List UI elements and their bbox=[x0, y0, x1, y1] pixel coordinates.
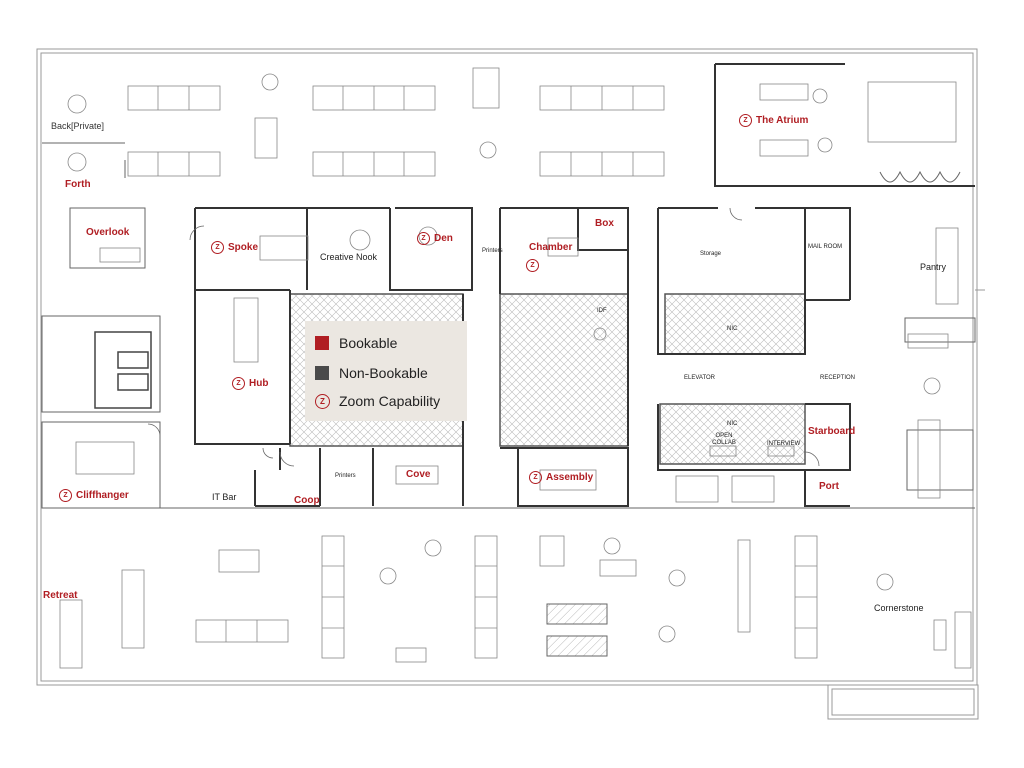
room-label: Port bbox=[819, 481, 839, 492]
room-starboard[interactable]: Starboard bbox=[808, 426, 855, 438]
legend-bookable-label: Bookable bbox=[339, 335, 398, 351]
room-cove[interactable]: Cove bbox=[406, 469, 430, 481]
building-shell bbox=[36, 48, 985, 720]
label-cornerstone: Cornerstone bbox=[874, 603, 924, 613]
room-back-private[interactable]: Back[Private] bbox=[51, 120, 104, 132]
room-label: Coop bbox=[294, 495, 320, 506]
room-box[interactable]: Box bbox=[595, 218, 614, 230]
room-label: The Atrium bbox=[756, 115, 809, 127]
room-the-atrium[interactable]: Z The Atrium bbox=[739, 114, 808, 127]
room-port[interactable]: Port bbox=[819, 481, 839, 493]
core-hatch bbox=[289, 293, 806, 657]
legend-zoom-label: Zoom Capability bbox=[339, 393, 441, 409]
room-chamber-zoom: Z bbox=[526, 259, 543, 272]
room-label: Back[Private] bbox=[51, 121, 105, 131]
label-printers: Printers bbox=[335, 473, 356, 479]
zoom-icon: Z bbox=[315, 393, 330, 409]
room-chamber[interactable]: Chamber bbox=[529, 242, 572, 254]
room-label: Starboard bbox=[808, 426, 856, 437]
room-label: Forth bbox=[65, 179, 91, 190]
room-forth[interactable]: Forth bbox=[65, 179, 91, 191]
room-coop[interactable]: Coop bbox=[294, 495, 320, 507]
room-label: Assembly bbox=[546, 472, 594, 484]
zoom-icon: Z bbox=[211, 241, 224, 254]
room-hub[interactable]: Z Hub bbox=[232, 377, 268, 390]
non-bookable-swatch bbox=[315, 366, 329, 380]
tables-chairs bbox=[67, 73, 941, 643]
legend: Bookable Non-Bookable Z Zoom Capability bbox=[305, 321, 467, 421]
room-overlook[interactable]: Overlook bbox=[86, 227, 129, 239]
room-label: Hub bbox=[249, 378, 269, 390]
legend-non-bookable: Non-Bookable bbox=[315, 364, 428, 382]
zoom-icon: Z bbox=[417, 232, 430, 245]
legend-zoom: Z Zoom Capability bbox=[315, 392, 440, 410]
doors bbox=[147, 207, 820, 467]
zoom-icon: Z bbox=[529, 471, 542, 484]
legend-bookable: Bookable bbox=[315, 334, 397, 352]
room-label: Den bbox=[434, 233, 453, 245]
room-spoke[interactable]: Z Spoke bbox=[211, 241, 258, 254]
room-label: Retreat bbox=[43, 590, 78, 601]
bookable-swatch bbox=[315, 336, 329, 350]
stair bbox=[94, 331, 152, 409]
label-storage: Storage bbox=[700, 251, 722, 257]
zoom-icon: Z bbox=[739, 114, 752, 127]
room-label: Box bbox=[595, 218, 614, 229]
label-interview: INTERVIEW bbox=[767, 441, 801, 447]
room-label: Spoke bbox=[228, 242, 259, 254]
room-label: Cove bbox=[406, 469, 431, 480]
room-label: Overlook bbox=[86, 227, 130, 238]
room-cliffhanger[interactable]: Z Cliffhanger bbox=[59, 489, 129, 502]
label-elevator: ELEVATOR bbox=[684, 375, 716, 381]
label-nic: NIC bbox=[727, 421, 738, 427]
label-pantry: Pantry bbox=[920, 262, 947, 272]
label-idf: IDF bbox=[597, 308, 607, 314]
label-reception: RECEPTION bbox=[820, 375, 856, 381]
room-den[interactable]: Z Den bbox=[417, 232, 453, 245]
room-label: Cliffhanger bbox=[76, 490, 129, 502]
label-open-collab: OPEN COLLAB bbox=[712, 433, 736, 446]
workstations bbox=[59, 67, 972, 669]
zoom-icon: Z bbox=[232, 377, 245, 390]
zoom-icon: Z bbox=[59, 489, 72, 502]
label-mail-room: MAIL ROOM bbox=[808, 244, 843, 250]
room-label: Chamber bbox=[529, 242, 573, 253]
zoom-icon: Z bbox=[526, 259, 539, 272]
label-nic: NIC bbox=[727, 326, 738, 332]
label-creative-nook: Creative Nook bbox=[320, 252, 378, 262]
legend-non-bookable-label: Non-Bookable bbox=[339, 365, 428, 381]
room-assembly[interactable]: Z Assembly bbox=[529, 471, 593, 484]
label-it-bar: IT Bar bbox=[212, 492, 237, 502]
label-printers: Printers bbox=[482, 248, 503, 254]
room-retreat[interactable]: Retreat bbox=[43, 590, 77, 602]
